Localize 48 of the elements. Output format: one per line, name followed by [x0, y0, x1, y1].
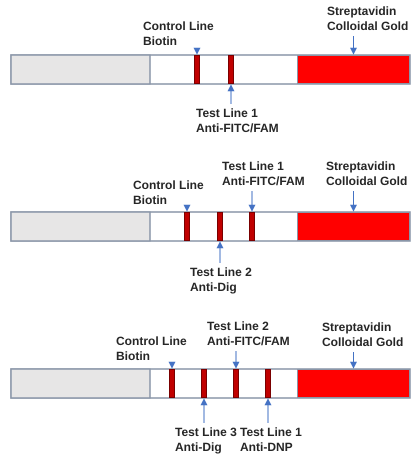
leader-arrow	[184, 204, 190, 212]
callout-title: Test Line 1	[196, 106, 258, 121]
callout-title: Control Line	[116, 334, 187, 349]
test-line-band	[233, 369, 239, 398]
test-line-band	[228, 55, 234, 84]
leader-arrow	[264, 398, 272, 424]
callout-text: Biotin	[116, 349, 150, 364]
test-line-band	[265, 369, 271, 398]
leader-arrow	[228, 84, 234, 104]
callout-text: Colloidal Gold	[326, 174, 408, 189]
leader-arrow	[248, 190, 256, 212]
test-line-band	[194, 55, 200, 84]
callout-title: Test Line 2	[190, 265, 252, 280]
callout-title: Test Line 1	[222, 159, 284, 174]
test-line-band	[169, 369, 175, 398]
callout-text: Anti-Dig	[190, 280, 237, 295]
leader-arrow	[350, 36, 357, 55]
callout-text: Biotin	[133, 193, 167, 208]
leader-arrow	[350, 352, 357, 369]
callout-text: Anti-FITC/FAM	[222, 174, 305, 189]
leader-arrow	[200, 398, 208, 424]
callout-title: Streptavidin	[327, 4, 396, 19]
conjugate-pad	[297, 369, 410, 398]
callout-title: Streptavidin	[322, 320, 392, 335]
callout-text: Colloidal Gold	[327, 19, 408, 34]
test-line-band	[217, 212, 223, 241]
leader-arrow	[232, 350, 240, 369]
leader-arrow	[350, 190, 357, 212]
callout-text: Anti-FITC/FAM	[207, 334, 290, 349]
conjugate-pad	[297, 212, 410, 241]
conjugate-pad	[297, 55, 410, 84]
callout-text: Anti-FITC/FAM	[196, 121, 279, 136]
test-line-band	[184, 212, 190, 241]
callout-title: Streptavidin	[326, 159, 396, 174]
callout-text: Anti-DNP	[240, 440, 293, 455]
callout-text: Anti-Dig	[175, 440, 222, 455]
callout-text: Colloidal Gold	[322, 335, 404, 350]
callout-title: Test Line 1	[240, 425, 302, 440]
test-line-band	[249, 212, 255, 241]
leader-arrow	[216, 241, 224, 264]
leader-arrow	[194, 48, 200, 55]
test-line-band	[201, 369, 207, 398]
callout-title: Test Line 2	[207, 319, 269, 334]
callout-title: Test Line 3	[175, 425, 237, 440]
leader-arrow	[168, 362, 176, 369]
callout-title: Control Line	[143, 19, 214, 34]
callout-text: Biotin	[143, 34, 177, 49]
callout-title: Control Line	[133, 178, 204, 193]
